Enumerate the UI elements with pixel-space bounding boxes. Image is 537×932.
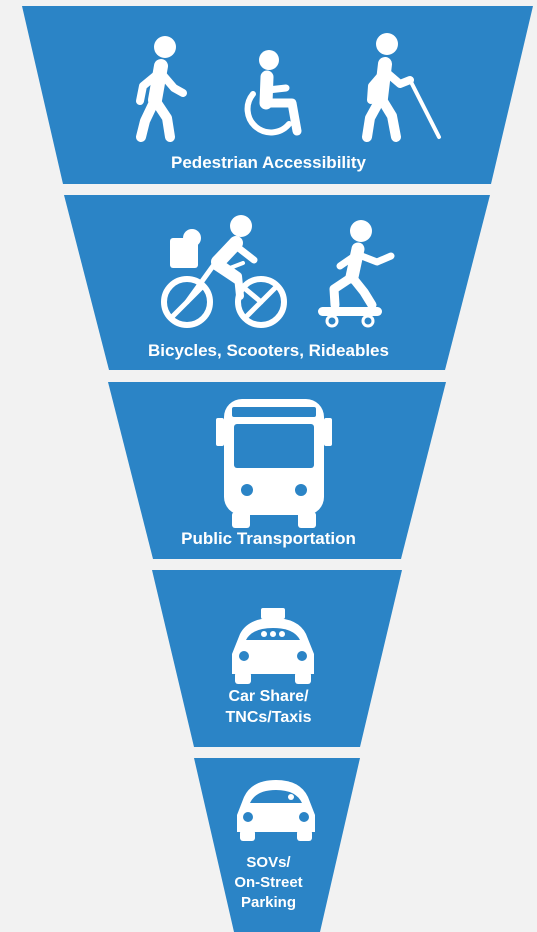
tier-label-line: TNCs/Taxis bbox=[225, 709, 312, 726]
tier-label-car-share: Car Share/ TNCs/Taxis bbox=[0, 686, 537, 728]
car-icon bbox=[237, 780, 315, 841]
tier-label-text: Public Transportation bbox=[181, 529, 356, 548]
tier-label-line: Parking bbox=[240, 894, 297, 911]
tier-band-sovs bbox=[194, 758, 360, 932]
person-with-cane-icon bbox=[362, 33, 441, 142]
taxi-icon bbox=[232, 608, 314, 684]
tier-label-line: Car Share/ bbox=[228, 688, 309, 705]
walking-person-icon bbox=[136, 36, 187, 142]
skateboarder-icon bbox=[318, 220, 395, 328]
tier-label-text: Pedestrian Accessibility bbox=[171, 153, 366, 172]
tier-label-public-transportation: Public Transportation bbox=[0, 528, 537, 550]
tier-label-pedestrian: Pedestrian Accessibility bbox=[0, 152, 537, 174]
tier-label-text: Bicycles, Scooters, Rideables bbox=[148, 341, 389, 360]
tier-band-pedestrian bbox=[22, 6, 533, 184]
tier-label-line: SOVs/ bbox=[246, 854, 291, 871]
tier-label-bicycles: Bicycles, Scooters, Rideables bbox=[0, 340, 537, 362]
wheelchair-user-icon bbox=[244, 50, 302, 136]
tier-label-line: On-Street bbox=[234, 874, 303, 891]
tandem-bicycle-icon bbox=[164, 215, 284, 325]
tier-label-sovs: SOVs/ On-Street Parking bbox=[0, 853, 537, 913]
bus-icon bbox=[216, 399, 332, 528]
